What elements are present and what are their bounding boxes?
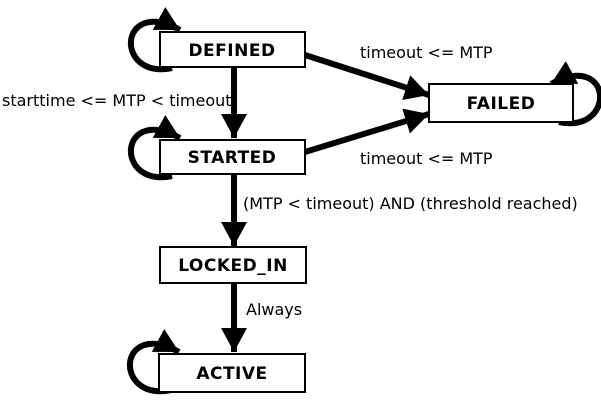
state-started-label: STARTED	[188, 148, 277, 168]
state-active-box	[158, 353, 306, 393]
state-started-box	[159, 139, 306, 175]
transition-defined-to-started-label: starttime <= MTP < timeout	[2, 91, 232, 110]
transition-started-to-failed-arrow	[304, 108, 430, 155]
state-active: ACTIVE	[158, 353, 306, 393]
state-defined-box	[159, 31, 306, 68]
state-defined: DEFINED	[159, 31, 306, 68]
transition-lockedin-to-active-label: Always	[246, 300, 302, 319]
state-failed-box	[428, 83, 574, 123]
transition-defined-to-failed-arrow	[304, 52, 430, 101]
state-started: STARTED	[159, 139, 306, 175]
transition-started-to-lockedin-label: (MTP < timeout) AND (threshold reached)	[243, 194, 578, 213]
state-locked-in-label: LOCKED_IN	[178, 256, 288, 276]
transition-defined-to-failed-label: timeout <= MTP	[360, 43, 493, 62]
state-locked-in: LOCKED_IN	[159, 246, 307, 284]
state-defined-label: DEFINED	[188, 41, 275, 61]
state-locked-in-box	[159, 246, 307, 284]
state-failed: FAILED	[428, 83, 574, 123]
transition-started-to-failed-label: timeout <= MTP	[360, 149, 493, 168]
state-failed-label: FAILED	[467, 94, 536, 114]
state-active-label: ACTIVE	[196, 364, 267, 384]
